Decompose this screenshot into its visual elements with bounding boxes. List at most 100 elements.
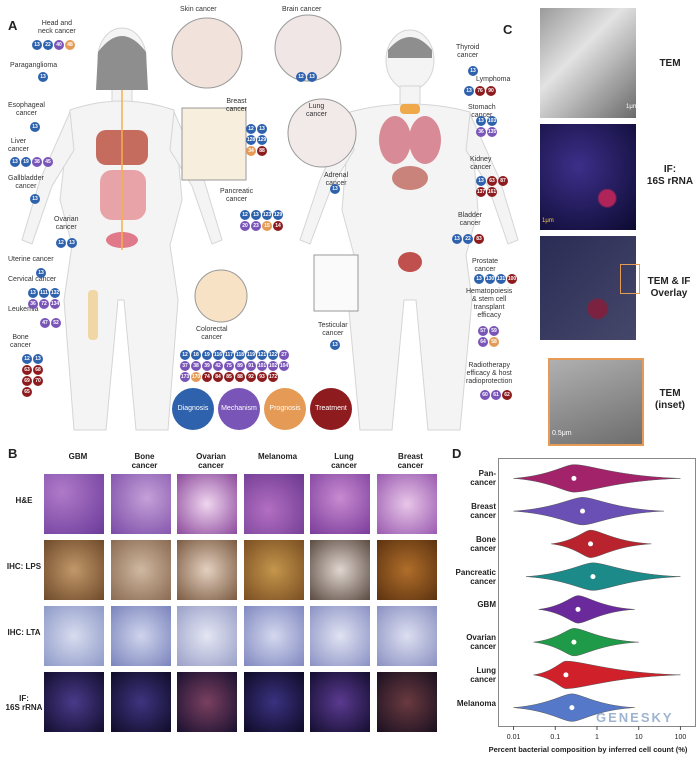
violin-category-label: Bone cancer (470, 534, 496, 553)
male-hair (388, 37, 432, 58)
ref-chip-ovarian: 13 (67, 238, 77, 248)
tile-if-16s-0 (44, 672, 104, 732)
legend-diagnosis: Diagnosis (172, 388, 214, 430)
ref-chip-radio: 61 (491, 390, 501, 400)
ref-chip-adrenal: 13 (330, 184, 340, 194)
tile-ihc-lta-0 (44, 606, 104, 666)
ref-chip-colorectal: 38 (191, 361, 201, 371)
label-lung: Lung cancer (306, 103, 328, 118)
x-tick-label: 0.1 (550, 734, 561, 741)
ref-chip-bone: 13 (33, 354, 43, 364)
row-label: IHC: LPS (6, 562, 42, 571)
tile-ihc-lps-1 (110, 540, 171, 600)
x-tick-label: 100 (674, 734, 687, 741)
lung-left (379, 116, 411, 164)
violin-plot (498, 458, 696, 730)
violin-category-label: Ovarian cancer (466, 633, 496, 652)
ref-chip-colorectal: 39 (202, 361, 212, 371)
ref-chip-colorectal: 122 (268, 350, 278, 360)
inset-marker (620, 264, 640, 294)
ref-chip-pancreatic: 129 (273, 210, 283, 220)
panel-a-label: A (8, 18, 18, 33)
ref-chip-colorectal: 102 (268, 361, 278, 371)
column-label: GBM (68, 452, 88, 461)
ref-chip-colorectal: 42 (213, 361, 223, 371)
violin-median-7 (569, 705, 575, 711)
panel-c-label: C (503, 22, 513, 37)
ref-chip-colorectal: 12 (180, 350, 190, 360)
label-pancreatic: Pancreatic cancer (220, 188, 254, 203)
label-hemato: Hematopoiesis & stem cell transplant eff… (466, 288, 513, 319)
label-breast: Breast cancer (226, 98, 248, 113)
row-label: IF: 16S rRNA (5, 694, 43, 712)
watermark: GENESKY (596, 710, 674, 725)
legend-mechanism: Mechanism (218, 388, 260, 430)
ref-chip-colorectal: 91 (246, 361, 256, 371)
tile-ihc-lta-5 (376, 606, 437, 666)
label-skin: Skin cancer (180, 6, 217, 13)
ref-chip-colorectal: 84 (213, 372, 223, 382)
ref-chip-bone: 63 (22, 365, 32, 375)
ref-chip-testicular: 13 (330, 340, 340, 350)
tile-he-5 (376, 474, 437, 534)
female-hair (96, 36, 148, 90)
label-paraganglioma: Paraganglioma (10, 62, 58, 69)
lung-right (409, 116, 441, 164)
label-tem-inset: TEM (inset) (655, 388, 685, 411)
label-overlay: TEM & IF Overlay (647, 276, 691, 299)
ref-chip-pancreatic: 12 (240, 210, 250, 220)
violin-4 (538, 595, 635, 624)
ref-chip-prostate: 13 (474, 274, 484, 284)
violin-6 (533, 660, 681, 689)
tile-ihc-lps-4 (310, 540, 370, 600)
ref-chip-colorectal: 119 (246, 350, 256, 360)
ref-chip-prostate: 131 (496, 274, 506, 284)
ref-chip-bladder: 13 (452, 234, 462, 244)
ref-chip-thyroid: 13 (468, 66, 478, 76)
lung-magnifier (287, 98, 357, 168)
label-uterine: Uterine cancer (8, 256, 54, 263)
x-tick-label: 10 (634, 734, 643, 741)
ref-chip-liver: 13 (10, 157, 20, 167)
ref-chip-ovarian: 12 (56, 238, 66, 248)
ref-chip-colorectal: 101 (257, 361, 267, 371)
tile-ihc-lta-2 (177, 606, 237, 666)
testicular-magnifier (313, 254, 359, 312)
brain-magnifier (274, 14, 342, 82)
ref-chip-leukemia: 47 (40, 318, 50, 328)
ref-chip-breast: 129 (257, 135, 267, 145)
ref-chip-colorectal: 88 (235, 372, 245, 382)
ref-chip-liver: 19 (21, 157, 31, 167)
scale-bar-inset: 0.5μm (552, 430, 572, 437)
label-adrenal: Adrenal cancer (324, 172, 349, 187)
ref-chip-kidney: 13 (476, 176, 486, 186)
column-label: Lung cancer (331, 452, 357, 470)
x-tick-label: 1 (595, 734, 599, 741)
ref-chip-brain: 13 (307, 72, 317, 82)
tile-he-1 (110, 474, 171, 534)
ref-chip-kidney: 161 (487, 187, 497, 197)
ref-chip-pancreatic: 14 (273, 221, 283, 231)
ref-chip-stomach: 13 (476, 116, 486, 126)
breast-magnifier (181, 107, 247, 181)
panel-d-label: D (452, 446, 462, 461)
ref-chip-lymphoma: 13 (464, 86, 474, 96)
tile-he-4 (310, 474, 370, 534)
violin-category-label: Breast cancer (470, 502, 496, 521)
tile-ihc-lta-3 (243, 606, 304, 666)
label-thyroid: Thyroid cancer (456, 44, 480, 59)
ref-chip-lymphoma: 90 (486, 86, 496, 96)
ref-chip-head_neck: 40 (54, 40, 64, 50)
ref-chip-leukemia: 52 (51, 318, 61, 328)
label-head_neck: Head and neck cancer (38, 20, 76, 35)
ref-chip-kidney: 63 (487, 176, 497, 186)
ref-chip-breast: 128 (246, 135, 256, 145)
label-gallbladder: Gallbladder cancer (8, 175, 44, 190)
violin-1 (513, 497, 664, 526)
ref-chip-stomach: 36 (476, 127, 486, 137)
ref-chip-colorectal: 75 (224, 361, 234, 371)
ref-chip-colorectal: 74 (202, 372, 212, 382)
label-lymphoma: Lymphoma (476, 76, 511, 83)
ref-chip-bone: 68 (33, 365, 43, 375)
ref-chip-bone: 69 (22, 376, 32, 386)
